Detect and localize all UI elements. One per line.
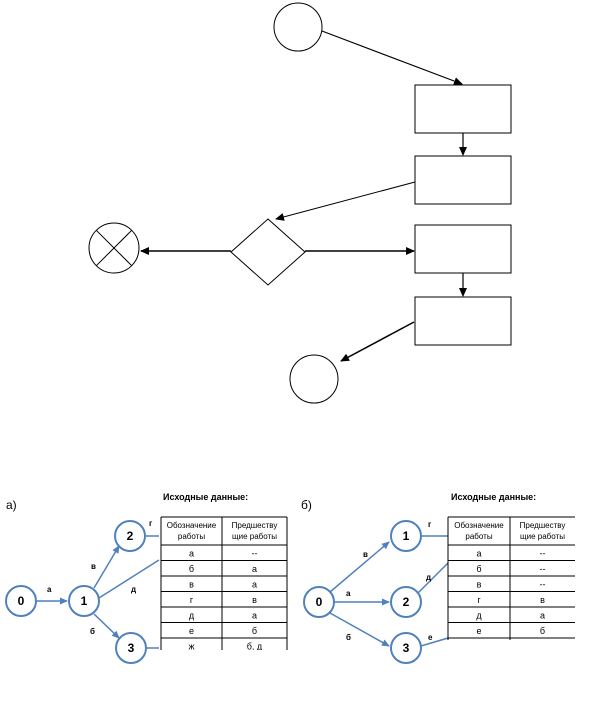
table-cell: б, д (247, 642, 263, 652)
network-node: 3 (390, 632, 422, 664)
network-edge (420, 637, 449, 647)
table-header-cell: щие работы (520, 532, 565, 541)
table-cell: в (189, 580, 194, 590)
edge-label: г (428, 520, 432, 529)
network-node: 2 (114, 520, 146, 552)
edge-label: в (91, 562, 96, 571)
table-cell: -- (540, 580, 546, 590)
table-cell: б (252, 626, 257, 636)
svg-text:0: 0 (18, 594, 25, 608)
table-cell: б (189, 564, 194, 574)
edge-label: д (131, 585, 136, 594)
flow-arrow (275, 181, 416, 221)
table-cell: а (252, 611, 257, 621)
network-node: 1 (390, 520, 422, 552)
network-edge (98, 559, 160, 599)
table-cell: д (476, 611, 482, 621)
source-data-table: Обозначение работы Предшеству щие работы а --… (447, 516, 575, 640)
edge-label: а (47, 585, 52, 594)
table-header-cell: Предшеству (232, 521, 278, 530)
network-edge (93, 545, 120, 589)
table-cell: в (540, 595, 545, 605)
terminate-cross-circle (88, 222, 140, 274)
network-node: 1 (68, 585, 100, 617)
edge-label: г (149, 519, 153, 528)
decision-diamond (230, 218, 306, 286)
end-circle (289, 354, 339, 404)
svg-text:0: 0 (316, 595, 323, 609)
table-header-cell: Обозначение (167, 521, 217, 530)
flow-arrow (321, 30, 463, 85)
table-header-cell: Обозначение (454, 521, 504, 530)
table-header-cell: щие работы (232, 532, 277, 541)
flowchart (88, 2, 512, 404)
panel-b: б) Исходные данные: 0 1 2 3 в а б г (301, 492, 575, 664)
network-node: 3 (115, 632, 147, 664)
panel-b-label: б) (301, 498, 312, 512)
table-cell: г (190, 595, 194, 605)
table-cell: б (476, 564, 481, 574)
network-edge (417, 562, 449, 594)
flow-arrow (340, 321, 415, 362)
table-header-cell: Предшеству (520, 521, 566, 530)
table-cell: а (189, 549, 194, 559)
edge-label: в (363, 550, 368, 559)
source-data-table: Обозначение работы Предшеству щие работы а --… (160, 516, 288, 652)
table-cell: б (540, 626, 545, 636)
table-cell: г (477, 595, 481, 605)
table-cell: е (476, 626, 481, 636)
network-edge (329, 612, 390, 647)
network-edge (93, 613, 120, 639)
panel-a: а) Исходные данные: 0 1 2 3 а в д б (5, 492, 288, 664)
svg-text:1: 1 (81, 594, 88, 608)
svg-text:1: 1 (403, 529, 410, 543)
table-cell: в (252, 595, 257, 605)
network-node: 0 (303, 586, 335, 618)
network-edge (329, 541, 390, 593)
table-cell: а (476, 549, 481, 559)
network-node: 0 (5, 585, 37, 617)
svg-text:3: 3 (403, 641, 410, 655)
panel-b-caption: Исходные данные: (451, 492, 536, 502)
table-cell: ж (188, 642, 194, 652)
process-box-2 (414, 155, 512, 205)
process-box-1 (414, 84, 512, 134)
table-cell: а (540, 611, 545, 621)
table-cell: -- (540, 549, 546, 559)
panel-a-caption: Исходные данные: (163, 492, 248, 502)
process-box-3 (414, 224, 512, 274)
svg-text:2: 2 (403, 595, 410, 609)
table-cell: -- (252, 549, 258, 559)
edge-label: д (426, 573, 431, 582)
process-box-4 (414, 296, 512, 346)
table-header-cell: работы (178, 532, 205, 541)
table-cell: в (477, 580, 482, 590)
table-cell: д (189, 611, 195, 621)
edge-label: е (428, 633, 433, 642)
panel-a-label: а) (6, 498, 17, 512)
svg-text:2: 2 (127, 529, 134, 543)
table-header-cell: работы (465, 532, 492, 541)
edge-label: а (346, 589, 351, 598)
svg-text:3: 3 (128, 641, 135, 655)
start-circle (273, 2, 323, 52)
table-cell: е (189, 626, 194, 636)
table-cell: а (252, 564, 257, 574)
network-node: 2 (390, 586, 422, 618)
table-cell: -- (540, 564, 546, 574)
edge-label: б (346, 633, 351, 642)
edge-label: б (90, 627, 95, 636)
table-cell: а (252, 580, 257, 590)
